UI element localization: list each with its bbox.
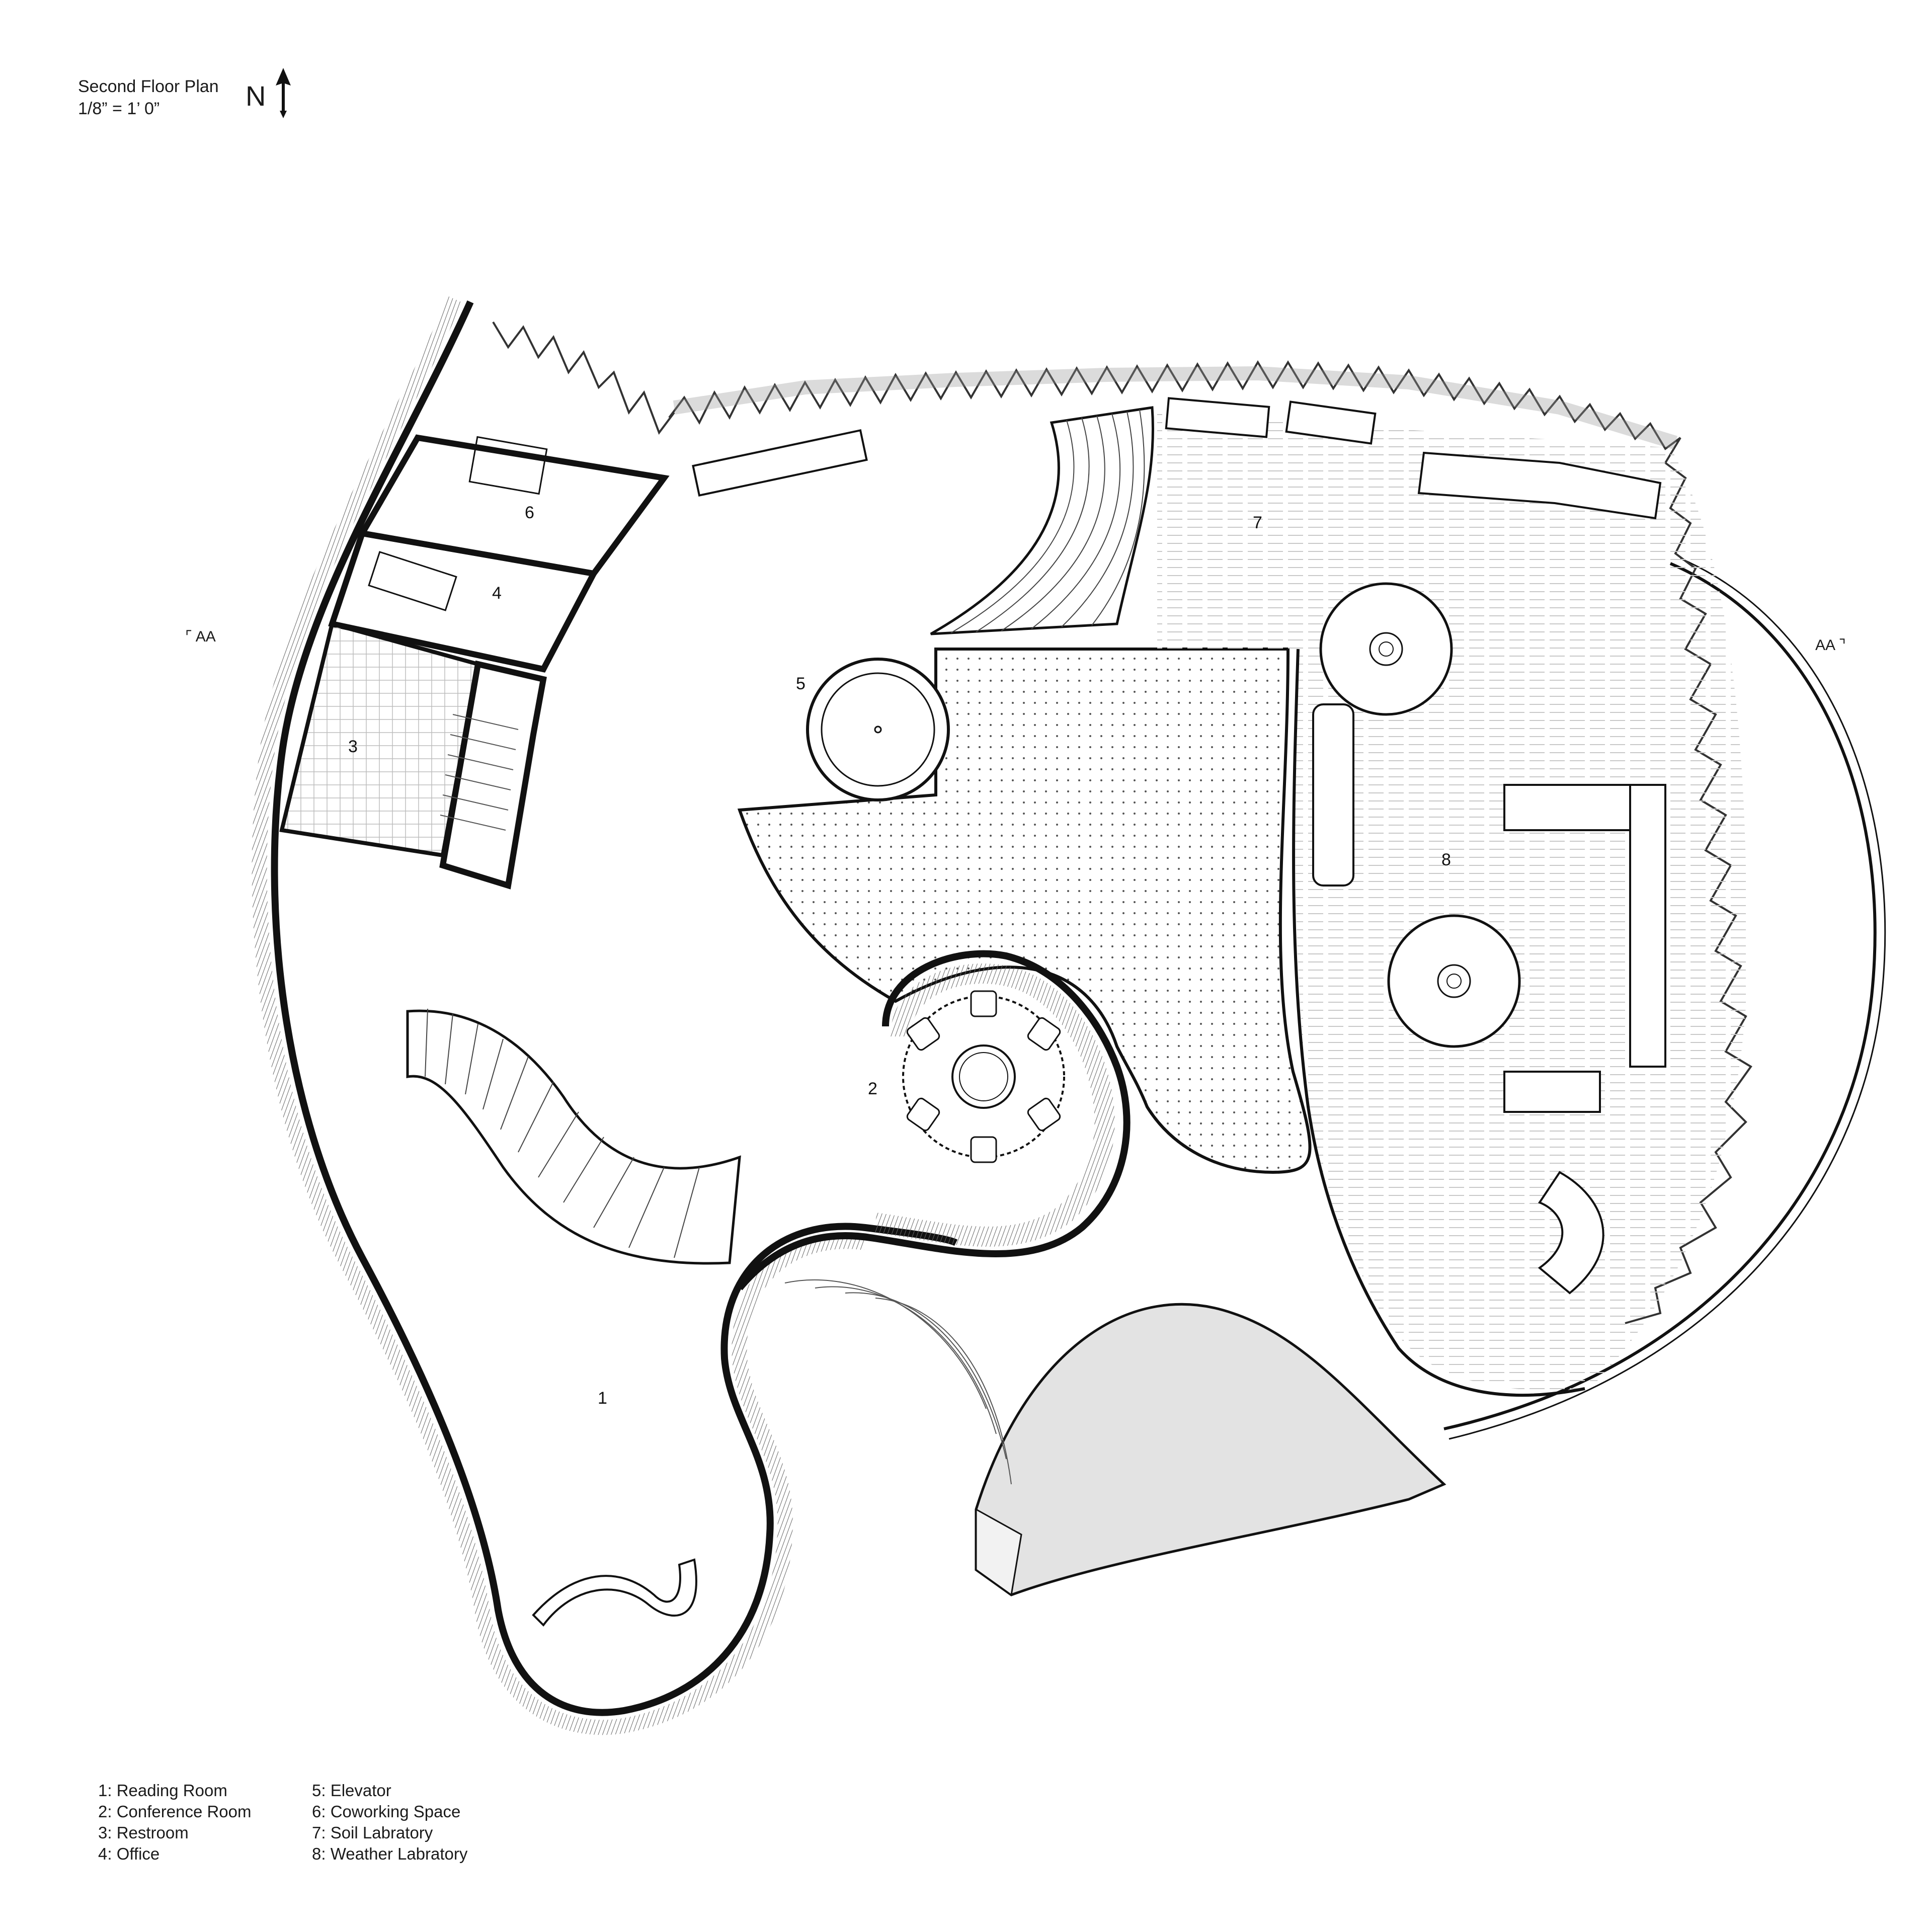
plan-title: Second Floor Plan	[78, 77, 219, 96]
room-number-8: 8	[1441, 850, 1451, 869]
legend-item: 7: Soil Labratory	[312, 1823, 433, 1842]
legend-item: 2: Conference Room	[98, 1802, 252, 1821]
room-number-labels: 1 2 3 4 5 6 7 8	[348, 503, 1451, 1408]
north-letter: N	[246, 80, 266, 112]
central-atrium-floor	[737, 648, 1312, 1174]
north-benches	[692, 397, 1377, 497]
legend-column-1: 1: Reading Room 2: Conference Room 3: Re…	[98, 1780, 252, 1865]
section-mark-left-bracket: ⌜	[185, 628, 196, 645]
north-arrow-icon	[276, 68, 291, 118]
lab-counters	[1312, 451, 1666, 1113]
section-mark-right-label: AA	[1815, 637, 1835, 654]
lab-floor	[1157, 413, 1747, 1397]
section-mark-right-bracket: ⌝	[1834, 637, 1846, 654]
room-number-1: 1	[598, 1389, 607, 1408]
legend-item: 8: Weather Labratory	[312, 1844, 468, 1863]
legend-item: 1: Reading Room	[98, 1781, 227, 1800]
section-mark-left-label: AA	[195, 628, 216, 645]
right-circular-envelope	[1443, 557, 1886, 1440]
room-number-2: 2	[868, 1079, 877, 1098]
north-curved-stair	[930, 406, 1155, 635]
serpentine-wall	[737, 950, 1131, 1291]
legend-column-2: 5: Elevator 6: Coworking Space 7: Soil L…	[312, 1780, 467, 1865]
section-mark-left: ⌜ AA	[185, 628, 216, 646]
room-number-5: 5	[796, 674, 806, 693]
section-mark-right: AA ⌝	[1815, 636, 1846, 654]
elevator	[806, 658, 950, 801]
room-number-3: 3	[348, 737, 358, 756]
lab-round-tables	[1319, 582, 1521, 1048]
reading-room-stair	[406, 1008, 741, 1265]
room-number-7: 7	[1253, 513, 1262, 532]
reading-room-bench	[532, 1558, 697, 1627]
legend-item: 6: Coworking Space	[312, 1802, 461, 1821]
legend-item: 4: Office	[98, 1844, 160, 1863]
room-number-4: 4	[492, 584, 502, 603]
legend-item: 3: Restroom	[98, 1823, 189, 1842]
entrance-ramp	[784, 1279, 1446, 1596]
conference-room	[902, 990, 1065, 1163]
plan-title-block: Second Floor Plan 1/8” = 1’ 0”	[78, 75, 219, 120]
plan-scale: 1/8” = 1’ 0”	[78, 99, 160, 118]
lab-curved-desk	[1538, 1171, 1604, 1295]
outer-envelope	[252, 296, 958, 1735]
upper-left-rooms	[279, 434, 670, 890]
legend-item: 5: Elevator	[312, 1781, 391, 1800]
room-number-6: 6	[525, 503, 534, 522]
